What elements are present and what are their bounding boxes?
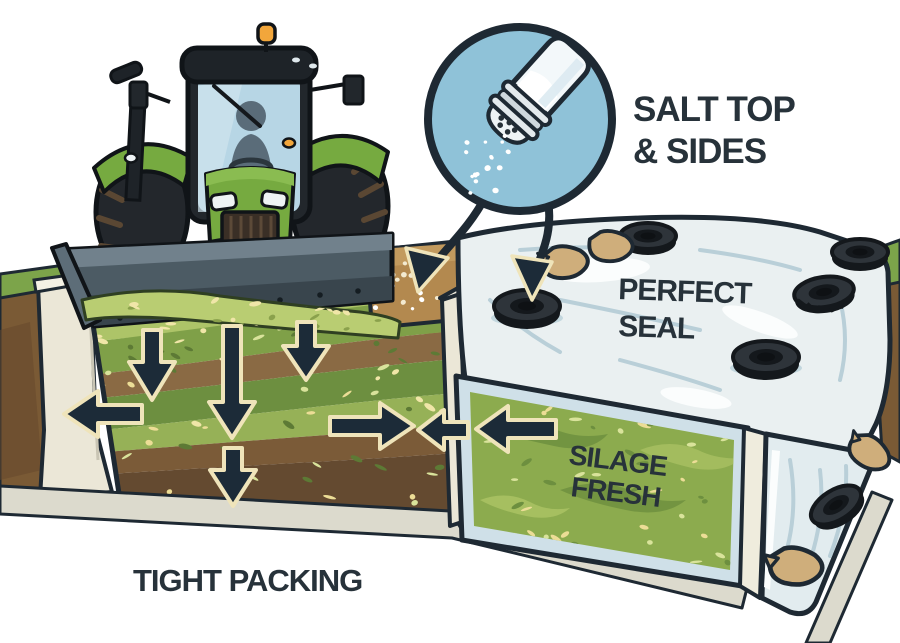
- compaction-arrow-left-icon: [416, 408, 470, 452]
- mirror-icon: [342, 74, 365, 106]
- beacon-light-icon: [256, 22, 277, 45]
- seal-label-line1: PERFECT: [618, 273, 753, 311]
- tire-icon: [491, 288, 563, 329]
- pointer-arrowhead-icon: [510, 254, 554, 302]
- tire-icon: [808, 483, 865, 530]
- compaction-arrows: [62, 320, 558, 508]
- sandbag-icon: [587, 229, 635, 264]
- tire-icon: [618, 221, 678, 255]
- compaction-arrow-right-icon: [328, 401, 416, 451]
- packing-label: TIGHT PACKING: [133, 563, 362, 598]
- tire-icon: [792, 274, 856, 314]
- tire-icon: [830, 237, 890, 271]
- seal-label-line2: SEAL: [618, 310, 696, 346]
- headlight-icon: [260, 189, 289, 210]
- sandbags: [536, 229, 892, 587]
- salt-stream: [464, 134, 511, 195]
- compaction-arrow-left-icon: [474, 404, 558, 454]
- salt-label-line2: & SIDES: [633, 132, 766, 171]
- sandbag-icon: [762, 545, 825, 587]
- compaction-arrow-down-icon: [208, 446, 258, 508]
- pointer-arrowhead-icon: [404, 246, 450, 294]
- mirror-icon: [128, 80, 149, 110]
- compaction-arrow-down-icon: [127, 328, 177, 402]
- tire-weights: [491, 221, 890, 530]
- sandbag-icon: [847, 429, 892, 472]
- salt-label-line1: SALT TOP: [633, 90, 795, 129]
- salt-shaker-icon: [486, 35, 591, 145]
- headlight-icon: [209, 191, 238, 212]
- salt-callout: [404, 23, 616, 302]
- compaction-arrow-down-icon: [207, 324, 257, 440]
- compaction-arrow-left-icon: [62, 389, 144, 439]
- tire-icon: [730, 339, 802, 380]
- compaction-arrow-down-icon: [281, 320, 331, 382]
